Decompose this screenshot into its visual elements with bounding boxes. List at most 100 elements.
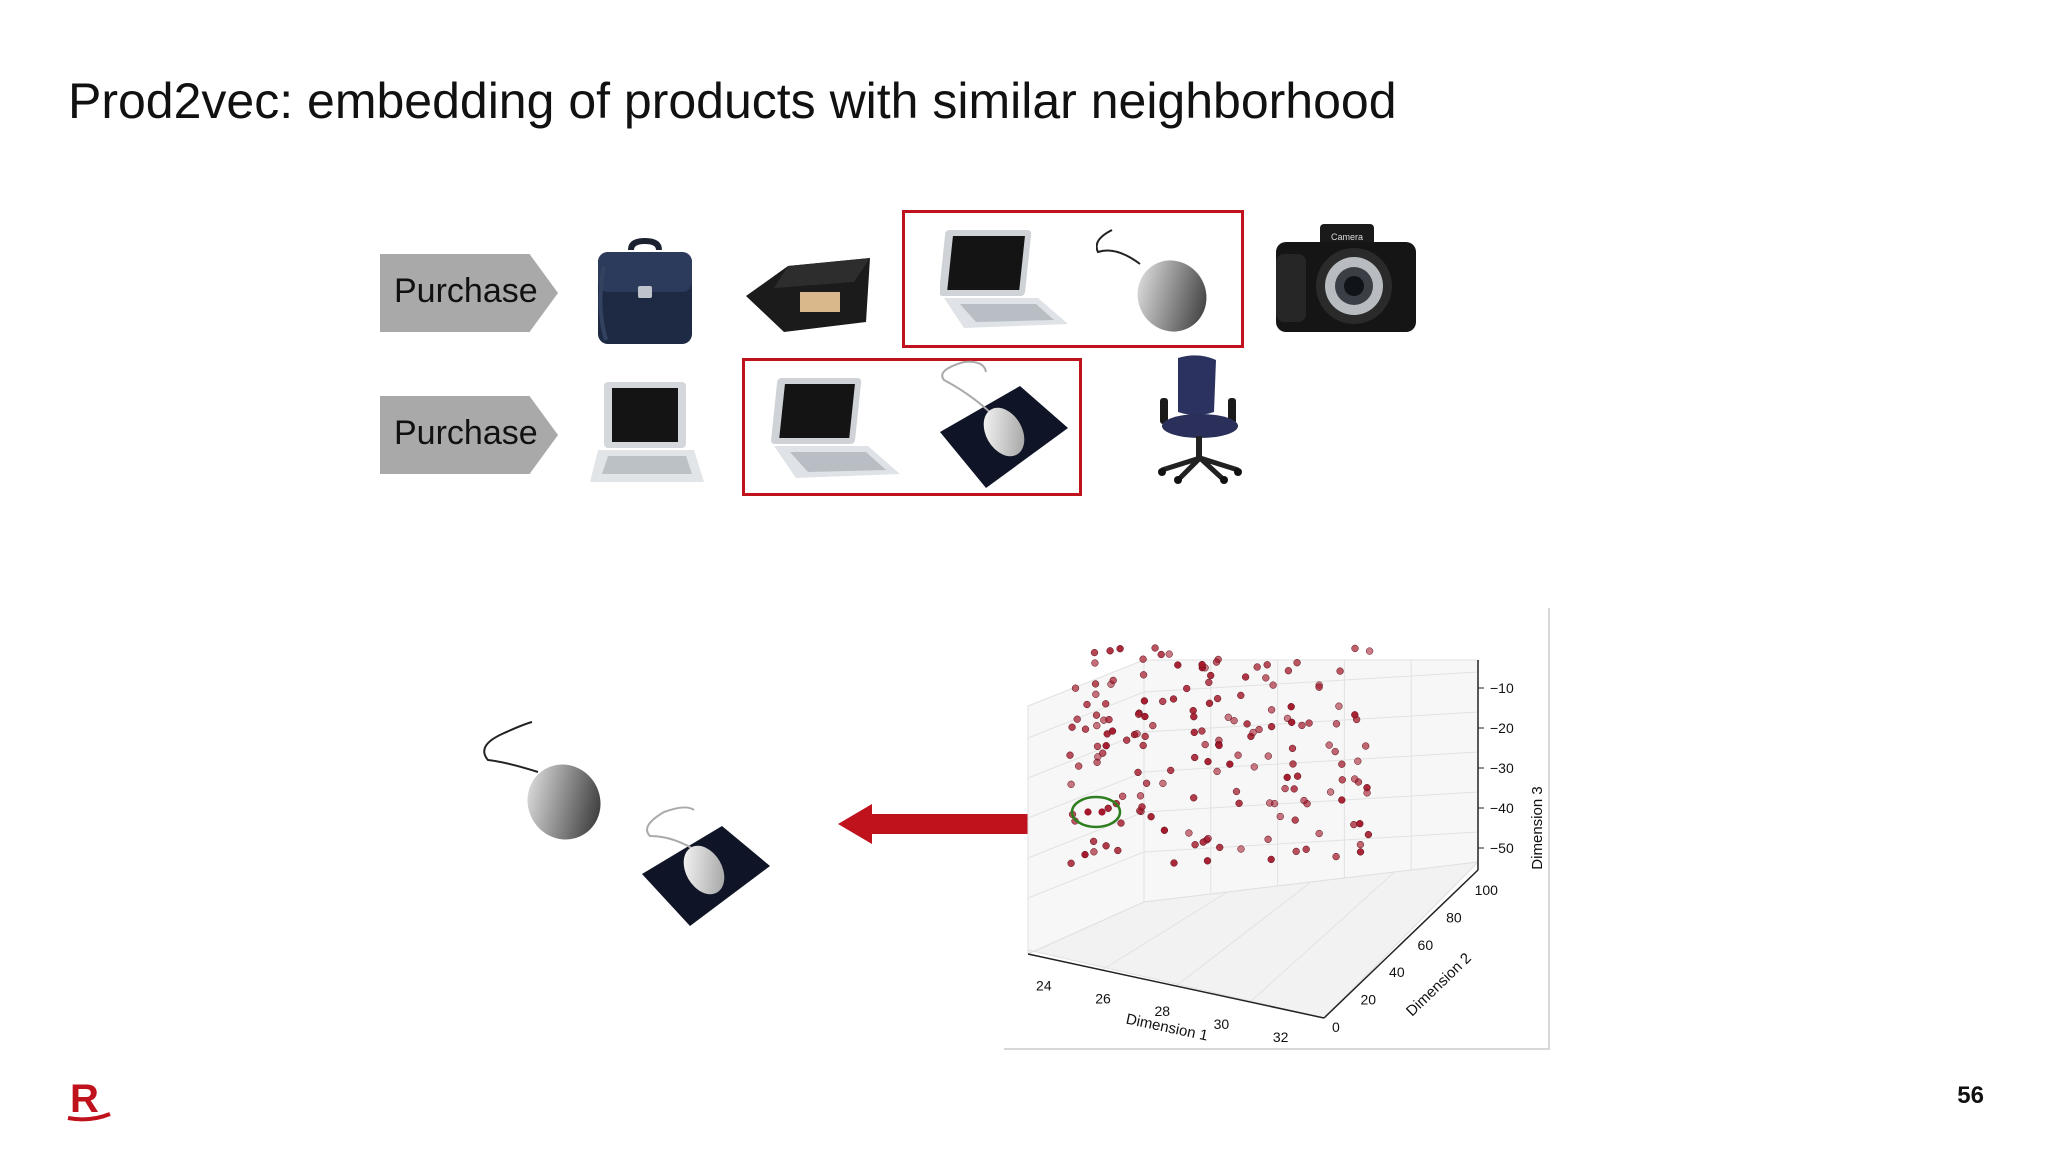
logo-letter: R (70, 1077, 99, 1121)
scatter-point (1264, 752, 1272, 760)
scatter-point (1067, 859, 1075, 867)
scatter-point (1136, 792, 1145, 800)
scatter-point (1083, 700, 1091, 709)
scatter-point (1300, 796, 1308, 805)
scatter-point (1081, 850, 1089, 859)
scatter-point (1283, 773, 1291, 782)
scatter-point (1169, 695, 1178, 703)
scatter-point (1284, 667, 1293, 675)
scatter-point (1139, 655, 1147, 663)
camera-brand-text: Camera (1331, 232, 1363, 242)
scatter-point (1075, 762, 1083, 770)
scatter-point (1262, 674, 1270, 682)
scatter-point (1263, 661, 1271, 669)
scatter-point (1109, 676, 1117, 685)
scatter-point (1356, 840, 1365, 849)
scatter-point (1199, 838, 1207, 846)
scatter-point (1185, 829, 1193, 837)
z-tick-label: −10 (1490, 680, 1514, 696)
laptop-icon (939, 226, 1070, 339)
scatter-point (1092, 711, 1101, 719)
x-tick-label: 24 (1036, 978, 1052, 994)
scatter-point (1255, 725, 1263, 734)
scatter-point (1134, 768, 1142, 777)
wallet-icon (744, 248, 876, 339)
scatter-point (1102, 842, 1110, 850)
scatter-point (1142, 779, 1151, 787)
scatter-point (1081, 725, 1090, 733)
scatter-point (1141, 732, 1149, 741)
z-axis-label: Dimension 3 (1529, 786, 1546, 869)
scatter-point (1213, 694, 1222, 703)
scatter-point (1123, 736, 1131, 744)
scatter-point (1338, 760, 1346, 768)
x-tick-label: 28 (1154, 1003, 1170, 1019)
z-tick-label: −20 (1490, 720, 1514, 736)
scatter-point (1315, 683, 1323, 691)
scatter-point (1235, 799, 1243, 807)
scatter-point (1269, 681, 1277, 689)
y-tick-label: 20 (1361, 992, 1377, 1008)
office-chair-icon (1148, 354, 1248, 489)
highlight-circle (1070, 795, 1122, 829)
scatter-point (1157, 650, 1165, 659)
scatter-point (1267, 722, 1276, 731)
scatter-point (1250, 763, 1258, 771)
scatter-point (1230, 717, 1238, 725)
scatter-point (1159, 697, 1167, 706)
scatter-point (1105, 715, 1113, 724)
scatter-point (1204, 757, 1212, 766)
scatter-point (1362, 742, 1370, 750)
scatter-point (1159, 779, 1167, 788)
scatter-point (1117, 819, 1125, 827)
scatter-point (1073, 715, 1081, 723)
scatter-point (1190, 794, 1198, 802)
scatter-point (1293, 772, 1302, 780)
y-axis-label: Dimension 2 (1403, 950, 1475, 1020)
scatter-point (1160, 826, 1169, 834)
mouse-icon (1095, 226, 1216, 341)
scatter-point (1207, 671, 1215, 680)
scatter-point (1215, 741, 1223, 750)
scatter-point (1140, 697, 1149, 705)
purchase-label-2: Purchase (394, 414, 538, 452)
scatter-point (1093, 742, 1102, 751)
scatter-point (1092, 690, 1100, 698)
purchase-arrow-1: Purchase (380, 254, 558, 332)
scatter-point (1139, 741, 1147, 750)
scatter-point (1266, 799, 1274, 807)
scatter-point (1249, 728, 1257, 737)
scatter-point (1241, 673, 1250, 681)
y-tick-label: 80 (1446, 909, 1462, 925)
scatter-point (1212, 658, 1221, 666)
scatter-point (1237, 691, 1245, 700)
scatter-point (1204, 834, 1212, 843)
y-tick-label: 60 (1418, 937, 1434, 953)
scatter-point (1287, 703, 1295, 711)
z-tick-label: −30 (1490, 760, 1514, 776)
red-left-arrow (838, 804, 1048, 849)
scatter-point (1267, 855, 1275, 864)
scatter-point (1338, 796, 1346, 804)
scatter-point (1232, 787, 1241, 796)
scatter-point (1315, 829, 1323, 838)
scatter-point (1198, 660, 1206, 669)
scatter-point (1133, 730, 1141, 738)
scatter-point (1363, 789, 1371, 797)
scatter-point (1336, 667, 1344, 675)
scatter-point (1099, 749, 1107, 757)
z-tick-label: −50 (1490, 840, 1514, 856)
slide-number: 56 (1957, 1082, 1984, 1109)
scatter-point (1198, 727, 1206, 735)
scatter-point (1283, 714, 1292, 723)
scatter-point (1332, 852, 1340, 861)
scatter-point (1104, 804, 1112, 812)
scatter-point (1356, 820, 1364, 828)
scatter-point (1332, 720, 1341, 728)
scatter-point (1138, 803, 1146, 811)
scatter-point (1091, 659, 1099, 667)
scatter-point (1147, 813, 1155, 821)
scatter-point (1224, 713, 1232, 721)
scatter-point (1118, 792, 1127, 800)
